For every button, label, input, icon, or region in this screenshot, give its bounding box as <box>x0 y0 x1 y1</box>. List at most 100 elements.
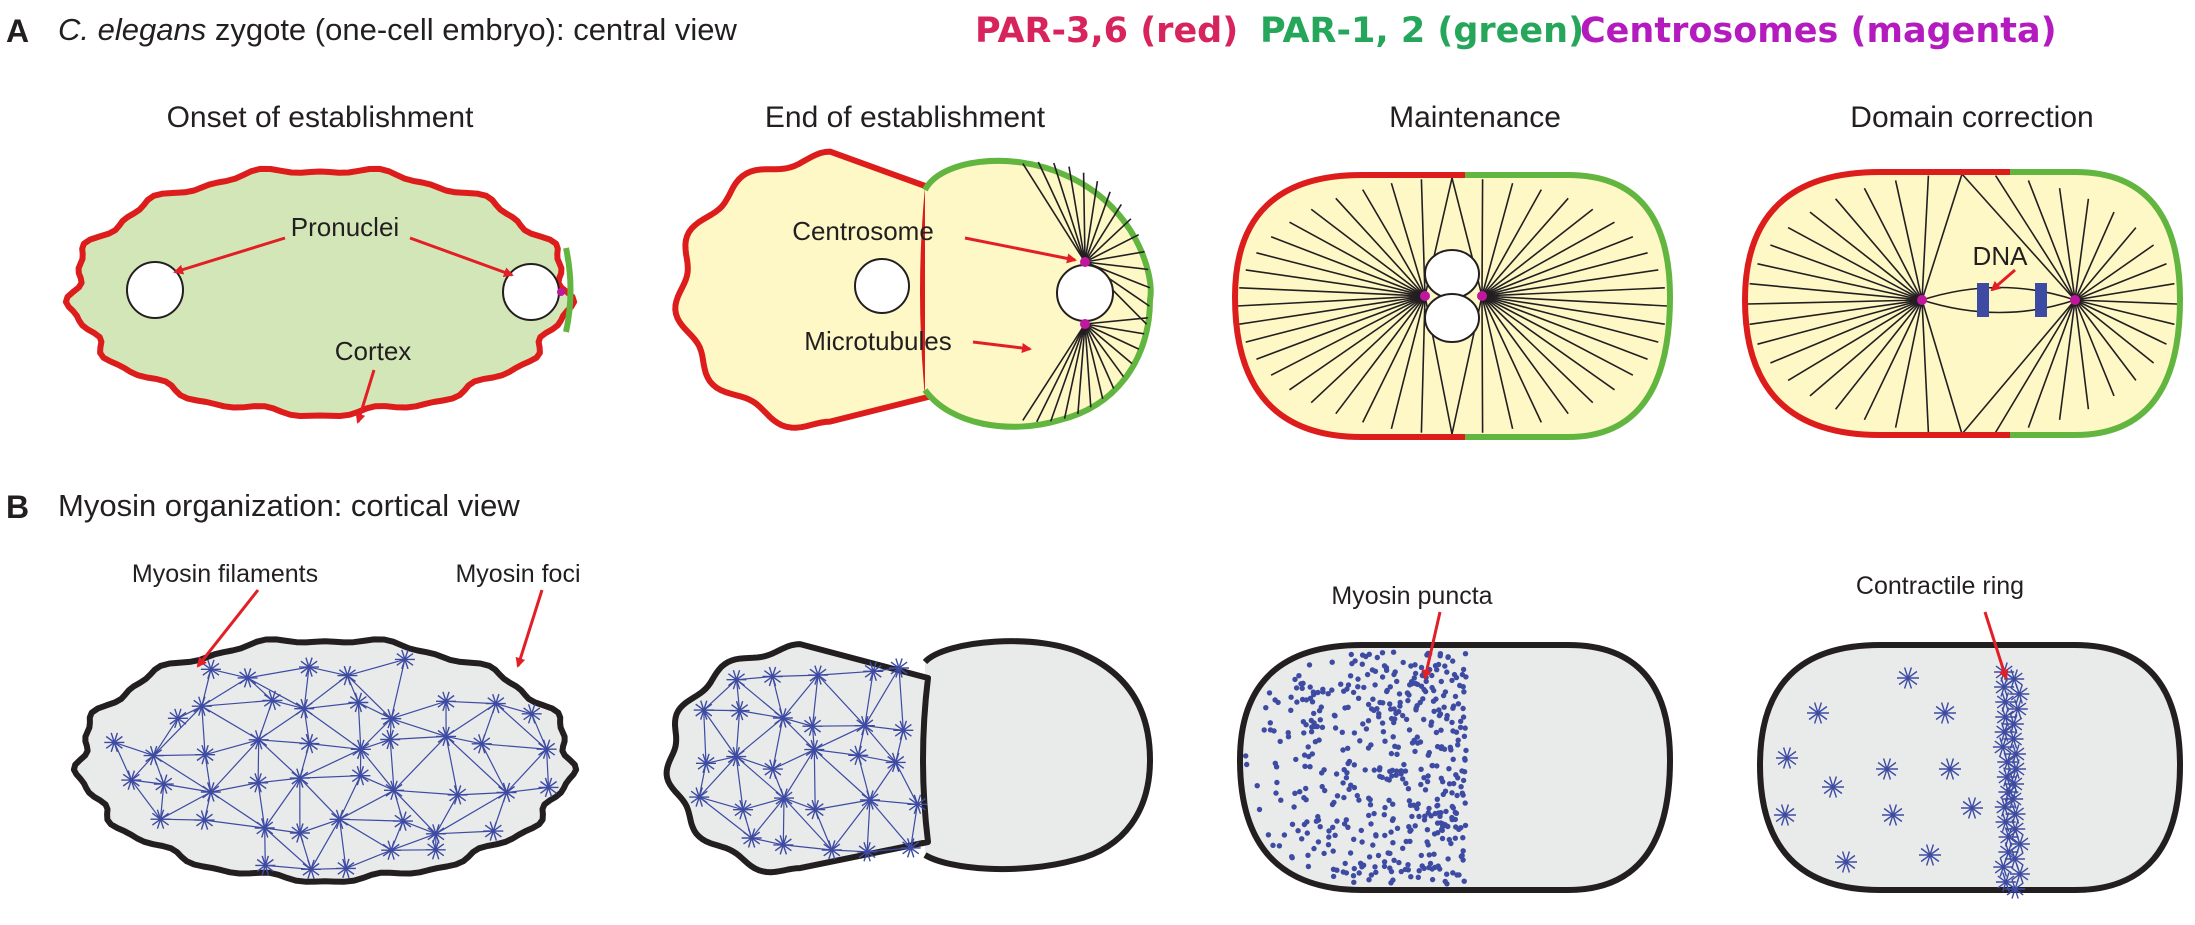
myosin-punctum <box>1444 712 1450 719</box>
legend-par12: PAR-1, 2 (green) <box>1260 11 1584 51</box>
myosin-punctum <box>1398 768 1404 774</box>
myosin-focus <box>805 799 826 820</box>
microtubule <box>2058 188 2076 301</box>
myosin-punctum <box>1243 753 1249 759</box>
myosin-focus <box>150 809 171 829</box>
myosin-focus <box>255 855 276 876</box>
legend-par36: PAR-3,6 (red) <box>975 11 1238 51</box>
myosin-punctum <box>1455 742 1461 748</box>
myosin-punctum <box>1455 701 1462 707</box>
microtubule <box>1749 282 1923 301</box>
myosin-punctum <box>1432 810 1438 817</box>
myosin-punctum <box>1377 765 1383 771</box>
microtubules <box>1022 161 1151 423</box>
contractile-ring-focus <box>2009 864 2030 884</box>
myosin-punctum <box>1418 781 1424 788</box>
myosin-punctum <box>1319 724 1326 730</box>
stage-title-end: End of establishment <box>765 101 1046 134</box>
myosin-filament <box>698 756 737 798</box>
microtubule <box>1361 295 1426 423</box>
myosin-focus <box>889 658 909 678</box>
label-pronuclei: Pronuclei <box>291 212 399 242</box>
myosin-punctum <box>1330 848 1336 854</box>
arrow-to-puncta <box>1421 611 1442 680</box>
myosin-filament <box>699 796 744 811</box>
myosin-punctum <box>1304 830 1311 836</box>
myosin-punctum <box>1446 766 1452 772</box>
cortex-myosin-domain-correction: Contractile ring <box>1756 572 2184 899</box>
myosin-punctum <box>1421 775 1427 781</box>
myosin-punctum <box>1450 870 1456 876</box>
myosin-punctum <box>1316 737 1322 743</box>
microtubule <box>2074 227 2137 301</box>
myosin-punctum <box>1427 860 1434 867</box>
microtubule <box>1481 295 1634 376</box>
myosin-filament <box>201 706 206 755</box>
microtubule <box>2074 198 2090 301</box>
myosin-punctum <box>1356 797 1362 803</box>
myosin-punctum <box>1418 852 1425 859</box>
microtubule <box>1022 323 1086 421</box>
myosin-filament <box>481 743 508 793</box>
myosin-punctum <box>1431 708 1437 714</box>
microtubule <box>1921 299 1963 435</box>
microtubule <box>1049 323 1086 422</box>
myosin-punctum <box>1321 850 1327 857</box>
myosin-punctum <box>1428 719 1435 725</box>
myosin-punctum <box>1398 868 1405 875</box>
myosin-filament <box>782 717 815 751</box>
myosin-punctum <box>1380 700 1386 706</box>
myosin-filament <box>204 739 259 756</box>
myosin-focus <box>893 720 914 741</box>
myosin-filament <box>210 739 260 793</box>
myosin-punctum <box>1306 662 1313 668</box>
myosin-focus <box>885 752 906 773</box>
myosin-punctum <box>1401 761 1407 768</box>
myosin-punctum <box>1340 747 1346 753</box>
myosin-punctum <box>1361 684 1367 691</box>
myosin-punctum <box>1372 864 1378 870</box>
myosin-punctum <box>1308 729 1315 735</box>
myosin-punctum <box>1381 812 1388 818</box>
myosin-punctum <box>1417 699 1423 706</box>
myosin-punctum <box>1272 760 1279 766</box>
myosin-punctum <box>1426 852 1433 858</box>
microtubule <box>1077 323 1086 415</box>
myosin-filament <box>264 827 266 866</box>
myosin-punctum <box>1299 836 1305 842</box>
contractile-ring-focus <box>2007 699 2028 719</box>
myosin-punctum <box>1403 780 1409 786</box>
myosin-punctum <box>1407 682 1413 688</box>
microtubule <box>1289 221 1426 297</box>
centrosome <box>557 288 565 296</box>
myosin-filament <box>864 671 874 726</box>
myosin-punctum <box>1344 686 1350 692</box>
myosin-punctum <box>1333 771 1340 777</box>
microtubule <box>1481 295 1569 415</box>
arrow-to-cortex <box>355 369 376 424</box>
myosin-punctum <box>1396 859 1402 866</box>
myosin-punctum <box>1458 853 1465 860</box>
myosin-filament <box>783 797 833 851</box>
microtubule <box>1362 189 1426 297</box>
microtubule <box>2074 299 2155 364</box>
myosin-punctum <box>1377 773 1383 780</box>
microtubule <box>1863 187 1923 301</box>
anterior-cortex <box>1741 169 2010 438</box>
arrow-to-filaments <box>196 589 260 668</box>
myosin-punctum <box>1379 650 1386 656</box>
microtubule <box>2074 299 2137 381</box>
myosin-punctum <box>1415 801 1421 807</box>
myosin-filament <box>703 710 707 764</box>
cortex-outline <box>1756 642 2184 893</box>
myosin-filament <box>391 718 447 737</box>
microtubule <box>1084 203 1122 263</box>
myosin-punctum <box>1341 767 1347 773</box>
myosin-punctum <box>1442 663 1448 669</box>
myosin-focus <box>483 821 504 841</box>
myosin-punctum <box>1422 688 1429 695</box>
myosin-focus <box>335 858 356 879</box>
myosin-punctum <box>1457 724 1464 731</box>
microtubule <box>1084 218 1132 263</box>
myosin-punctum <box>1449 790 1455 796</box>
